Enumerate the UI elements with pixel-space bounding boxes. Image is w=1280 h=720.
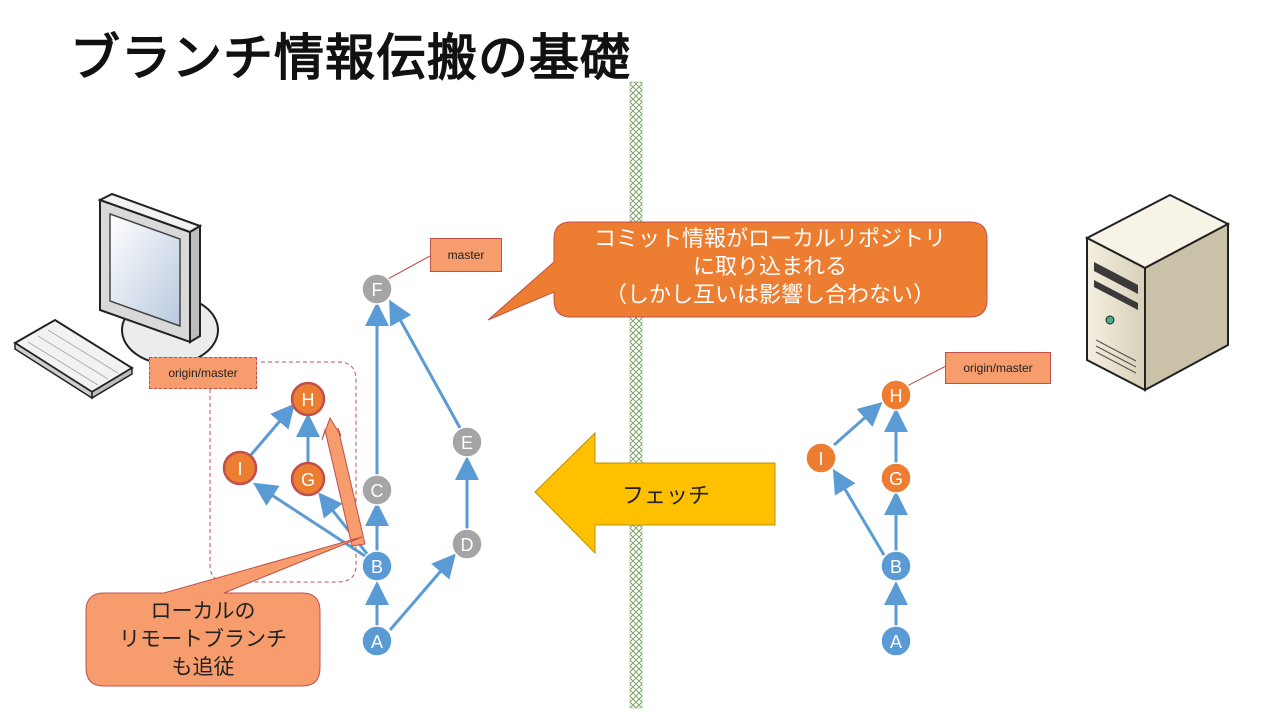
master-connector (385, 255, 431, 281)
remote-commit-node-A: A (880, 625, 912, 657)
remote-commit-edges (832, 402, 908, 626)
svg-text:F: F (372, 280, 383, 300)
fetch-arrow (534, 431, 776, 555)
svg-text:H: H (302, 390, 315, 410)
edge-E-F (389, 299, 462, 429)
commit-node-B: B (361, 550, 393, 582)
commit-node-F: F (361, 273, 393, 305)
local-commit-nodes: A B C D E F G H I (222, 273, 483, 657)
edge-I-H (248, 403, 295, 457)
commit-node-D: D (451, 528, 483, 560)
svg-text:D: D (461, 535, 474, 555)
commit-node-E: E (451, 426, 483, 458)
remote-commit-nodes: A B G H I (805, 379, 912, 657)
commit-node-G: G (290, 461, 326, 497)
edge-B-I (252, 482, 366, 558)
master-label: master (430, 238, 502, 272)
slide-title: ブランチ情報伝搬の基礎 (70, 29, 631, 87)
svg-text:C: C (371, 481, 384, 501)
remote-commit-node-I: I (805, 442, 837, 474)
commit-node-C: C (361, 474, 393, 506)
commit-node-H: H (290, 381, 326, 417)
commit-info-callout-text: コミット情報がローカルリポジトリ に取り込まれる （しかし互いは影響し合わない） (593, 227, 946, 308)
remote-origin-connector (904, 365, 947, 388)
edge-B-G (318, 492, 370, 556)
svg-text:A: A (890, 632, 902, 652)
fetch-label: フェッチ (622, 484, 711, 509)
local-remote-callout-shape (85, 536, 363, 687)
tracking-arrow (321, 416, 366, 547)
remote-edge-B-I (832, 468, 886, 556)
remote-commit-node-G: G (880, 462, 912, 494)
svg-text:A: A (371, 632, 383, 652)
desktop-computer-icon (13, 192, 219, 400)
edge-A-D (388, 553, 456, 631)
local-origin-master-label: origin/master (149, 357, 257, 389)
svg-text:I: I (818, 449, 823, 469)
svg-text:H: H (890, 386, 903, 406)
svg-text:E: E (461, 433, 473, 453)
server-tower-icon (1084, 193, 1231, 392)
svg-text:B: B (890, 557, 902, 577)
svg-text:B: B (371, 557, 383, 577)
svg-text:G: G (301, 470, 315, 490)
svg-text:I: I (237, 459, 242, 479)
commit-info-callout-shape (487, 221, 988, 321)
commit-node-I: I (222, 450, 258, 486)
remote-commit-node-H: H (880, 379, 912, 411)
remote-origin-master-label: origin/master (945, 352, 1051, 384)
commit-node-A: A (361, 625, 393, 657)
remote-edge-I-H (833, 402, 883, 447)
local-commit-edges (248, 299, 479, 631)
svg-text:G: G (889, 469, 903, 489)
local-remote-callout-text: ローカルの リモートブランチ も追従 (119, 599, 287, 679)
network-divider (629, 81, 643, 709)
remote-commit-node-B: B (880, 550, 912, 582)
